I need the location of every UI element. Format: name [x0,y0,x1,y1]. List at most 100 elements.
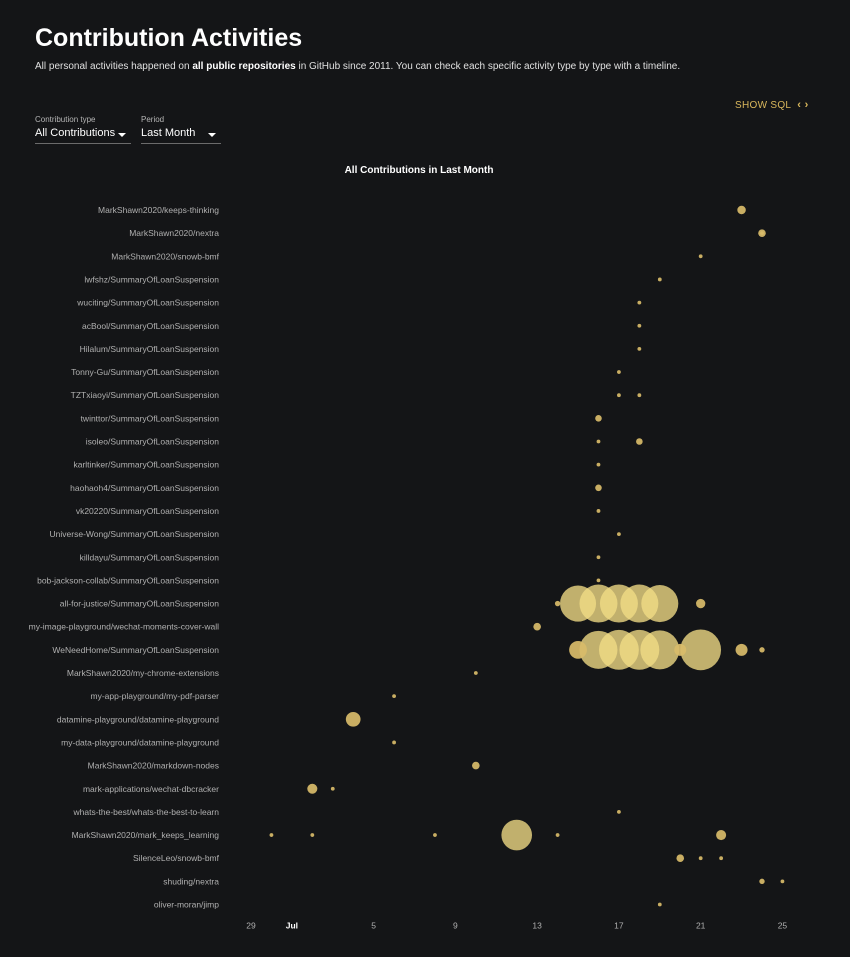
contribution-bubble[interactable] [759,647,765,653]
contribution-bubble[interactable] [637,347,642,351]
repository-label: my-data-playground/datamine-playground [61,737,219,747]
contribution-bubble[interactable] [595,484,602,492]
contribution-bubble[interactable] [735,643,748,656]
contribution-bubble[interactable] [617,810,621,814]
contribution-bubble[interactable] [345,711,361,727]
contribution-bubble[interactable] [676,854,685,862]
repository-label: MarkShawn2020/markdown-nodes [88,761,219,771]
contribution-bubble[interactable] [472,761,480,770]
contribution-bubble[interactable] [269,833,274,837]
contribution-type-label: Contribution type [35,115,96,124]
date-tick-label: 13 [532,921,542,931]
contribution-bubble[interactable] [640,630,680,670]
contribution-bubble[interactable] [780,879,785,884]
contribution-bubble[interactable] [698,254,703,259]
repository-label: my-app-playground/my-pdf-parser [91,691,220,701]
contribution-bubble[interactable] [696,598,706,609]
repository-label: MarkShawn2020/keeps-thinking [98,205,219,215]
contribution-bubble[interactable] [698,856,703,861]
contribution-bubble[interactable] [617,532,621,536]
contribution-bubble[interactable] [657,277,662,282]
repository-label: lwfshz/SummaryOfLoanSuspension [84,274,219,284]
contribution-bubble[interactable] [680,629,722,671]
contribution-bubble[interactable] [637,300,642,305]
repository-label: my-image-playground/wechat-moments-cover… [29,622,219,632]
contribution-bubble[interactable] [617,393,621,398]
date-tick-label: 9 [453,921,458,931]
contribution-bubble[interactable] [569,640,587,659]
contribution-bubble-chart: All Contributions in Last Month MarkShaw… [29,165,788,931]
contribution-bubble[interactable] [595,415,602,422]
contribution-bubble[interactable] [596,439,601,444]
period-select[interactable]: Period Last Month [141,115,221,144]
repository-label: acBool/SummaryOfLoanSuspension [82,321,219,331]
contribution-bubble[interactable] [636,438,643,445]
contribution-bubble[interactable] [617,370,621,374]
repository-label: wuciting/SummaryOfLoanSuspension [76,298,219,308]
description-highlight: all public repositories [192,61,296,72]
repository-label: TZTxiaoyi/SummaryOfLoanSuspension [71,390,220,400]
date-tick-label: 25 [778,921,788,931]
repository-label: isoleo/SummaryOfLoanSuspension [86,437,220,447]
repository-label: vk20220/SummaryOfLoanSuspension [76,506,219,516]
caret-down-icon [208,132,216,137]
contribution-bubble[interactable] [596,555,601,560]
contribution-type-dropdown[interactable]: All Contributions [35,127,131,144]
contribution-bubble[interactable] [674,643,687,656]
chart-title: All Contributions in Last Month [345,165,494,176]
contribution-bubble[interactable] [310,833,315,837]
contribution-type-select[interactable]: Contribution type All Contributions [35,115,131,144]
description-text-start: All personal activities happened on [35,61,193,72]
contribution-bubble[interactable] [657,902,662,907]
contribution-bubble[interactable] [637,393,642,398]
caret-down-icon [118,132,126,137]
contribution-bubble[interactable] [719,856,724,861]
contribution-bubble[interactable] [737,205,746,215]
repository-label: karltinker/SummaryOfLoanSuspension [73,460,219,470]
date-tick-label: 17 [614,921,624,931]
repository-label: datamine-playground/datamine-playground [57,714,219,724]
contribution-bubble[interactable] [596,578,601,583]
repository-label: Hilalum/SummaryOfLoanSuspension [80,344,220,354]
contribution-bubble[interactable] [579,630,618,669]
period-value: Last Month [141,127,196,139]
period-dropdown[interactable]: Last Month [141,127,221,144]
contribution-bubble[interactable] [392,694,396,699]
contribution-bubble[interactable] [716,830,727,841]
contribution-bubble[interactable] [307,783,318,794]
repository-axis: MarkShawn2020/keeps-thinkingMarkShawn202… [29,205,220,910]
contribution-bubble[interactable] [433,833,437,837]
code-brackets-icon: ‹ › [797,99,809,111]
page-description: All personal activities happened on all … [35,61,680,72]
contribution-bubble[interactable] [760,231,764,236]
contribution-bubble[interactable] [596,462,601,467]
contribution-type-value: All Contributions [35,127,116,139]
show-sql-button[interactable]: SHOW SQL ‹ › [735,99,809,111]
contribution-bubble[interactable] [560,585,597,622]
show-sql-label: SHOW SQL [735,99,792,111]
contribution-bubble[interactable] [554,600,561,607]
repository-label: SilenceLeo/snowb-bmf [133,853,220,863]
contribution-bubble[interactable] [759,878,765,885]
contribution-bubble[interactable] [596,509,601,513]
contribution-bubble[interactable] [555,833,560,837]
period-label: Period [141,115,165,124]
contribution-bubble[interactable] [392,740,396,745]
contribution-bubble[interactable] [473,671,478,675]
repository-label: bob-jackson-collab/SummaryOfLoanSuspensi… [37,575,219,585]
description-text-end: in GitHub since 2011. You can check each… [295,61,681,72]
contribution-bubble[interactable] [533,622,541,631]
repository-label: WeNeedHome/SummaryOfLoanSuspension [52,645,219,655]
date-tick-label: 21 [696,921,706,931]
bubble-layer [269,205,785,907]
contribution-bubble[interactable] [501,819,533,851]
contribution-bubble[interactable] [637,323,642,328]
contribution-bubble[interactable] [330,786,335,791]
repository-label: killdayu/SummaryOfLoanSuspension [80,552,220,562]
repository-label: whats-the-best/whats-the-best-to-learn [72,807,219,817]
page-title: Contribution Activities [35,24,303,52]
contribution-bubble[interactable] [641,585,679,623]
date-tick-label: 29 [246,921,256,931]
repository-label: MarkShawn2020/snowb-bmf [111,251,219,261]
